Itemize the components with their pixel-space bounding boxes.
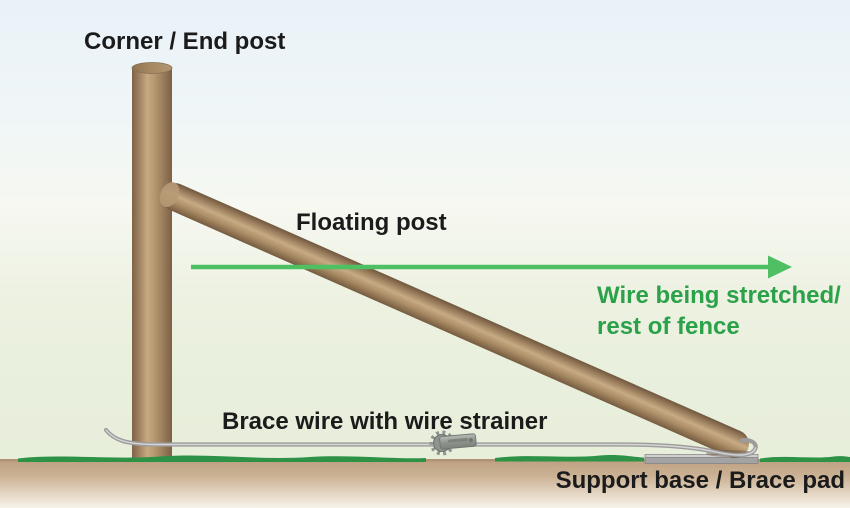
strainer-body bbox=[439, 433, 477, 450]
label-brace-wire: Brace wire with wire strainer bbox=[222, 408, 547, 435]
floating-post bbox=[159, 182, 749, 458]
tension-arrow bbox=[191, 255, 792, 279]
label-wire-stretched-line1: Wire being stretched/ bbox=[597, 282, 841, 309]
arrow-head bbox=[768, 255, 792, 279]
brace-pad bbox=[644, 454, 759, 464]
grass-strip bbox=[18, 454, 850, 462]
soil-ground bbox=[0, 459, 850, 508]
brace-wire bbox=[103, 427, 758, 458]
label-floating-post: Floating post bbox=[296, 209, 447, 236]
corner-post bbox=[131, 62, 173, 461]
wire-strainer bbox=[429, 430, 477, 456]
label-wire-stretched-line2: rest of fence bbox=[597, 313, 740, 340]
floating-post-cap bbox=[159, 182, 180, 208]
corner-post-cap bbox=[131, 62, 173, 74]
label-support-base: Support base / Brace pad bbox=[556, 467, 845, 494]
label-corner-post: Corner / End post bbox=[84, 28, 285, 55]
